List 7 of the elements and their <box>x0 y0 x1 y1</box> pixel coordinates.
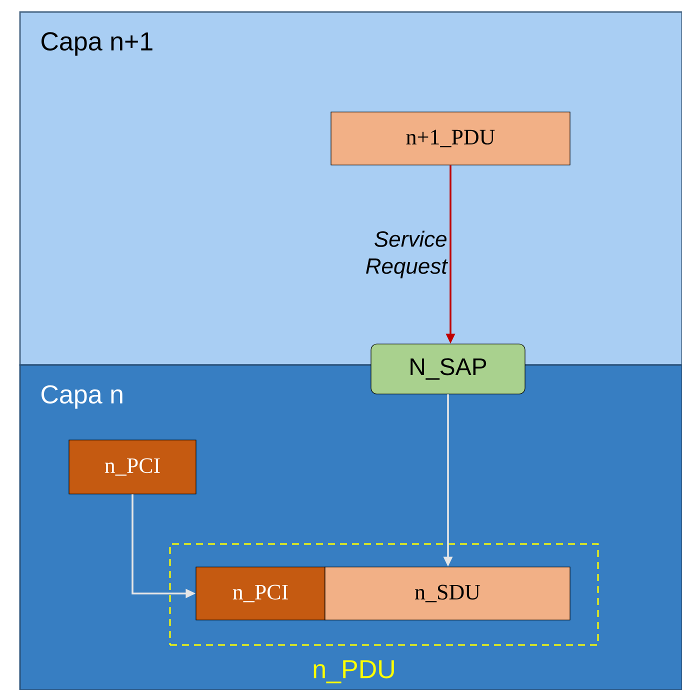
edge-label: Service Request <box>366 230 448 278</box>
sap-box: N_SAP <box>370 344 526 394</box>
node-label: n_PDU <box>314 660 394 684</box>
pdu-box: n_SDU <box>324 566 570 620</box>
pdu-box: n+1_PDU <box>330 112 570 166</box>
pci-box: n_PCI <box>68 440 196 494</box>
pci-box: n_PCI <box>196 566 326 620</box>
